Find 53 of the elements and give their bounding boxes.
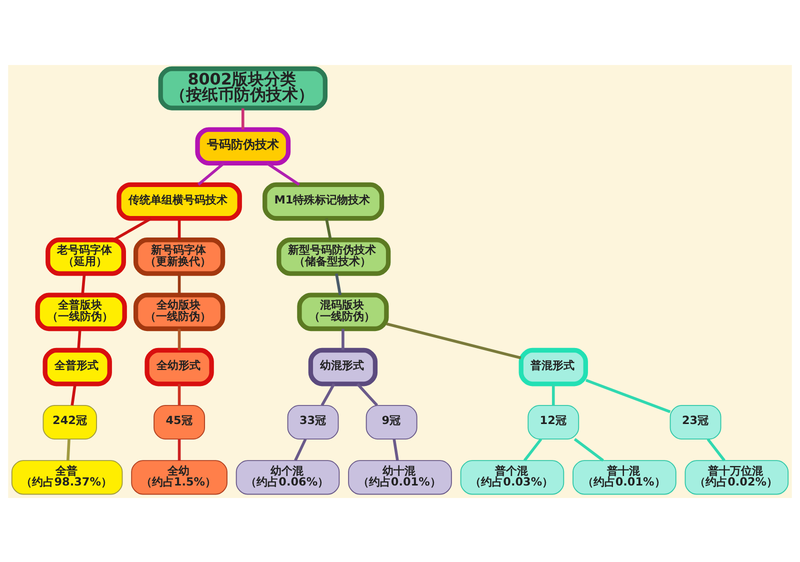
node-box: 幼混形式 bbox=[308, 347, 378, 386]
node-box: 新号码字体 （更新换代） bbox=[133, 237, 226, 276]
node-box: 242冠 bbox=[42, 404, 97, 440]
connector bbox=[113, 216, 152, 241]
node-box: 9冠 bbox=[366, 404, 418, 440]
connector bbox=[294, 438, 307, 461]
connector bbox=[178, 328, 181, 350]
node-box: 幼十混 （约占0.01%） bbox=[348, 460, 452, 494]
node-box: 传统单组横号码技术 bbox=[116, 182, 242, 220]
node-box: 号码防伪技术 bbox=[195, 126, 291, 166]
connector bbox=[586, 378, 671, 413]
connector bbox=[241, 108, 244, 129]
connector bbox=[574, 438, 604, 462]
node-box: 全普版块 （一线防伪） bbox=[35, 292, 127, 331]
node-box: 全普 （约占98.37%） bbox=[11, 460, 123, 494]
node-box: 23冠 bbox=[670, 404, 722, 440]
connector bbox=[66, 438, 70, 460]
connector bbox=[552, 384, 555, 405]
connector bbox=[178, 273, 181, 294]
node-box: 12冠 bbox=[528, 404, 580, 440]
node-box: 全幼 （约占1.5%） bbox=[131, 460, 228, 494]
node-box: 8002版块分类 （按纸币防伪技术） bbox=[158, 66, 328, 110]
connector bbox=[706, 438, 726, 461]
node-box: 全幼版块 （一线防伪） bbox=[133, 292, 226, 331]
connector bbox=[523, 438, 542, 461]
connector bbox=[356, 382, 378, 406]
node-box: 老号码字体 （延用） bbox=[46, 237, 126, 276]
connector bbox=[81, 273, 86, 295]
connector bbox=[386, 322, 522, 359]
node-box: 普个混 （约占0.03%） bbox=[460, 460, 564, 494]
node-box: 新型号码防伪技术 （储备型技术） bbox=[276, 237, 391, 276]
connector bbox=[178, 438, 181, 460]
connector bbox=[266, 162, 300, 186]
node-box: 混码版块 （一线防伪） bbox=[297, 292, 389, 331]
node-box: M1特殊标记物技术 bbox=[262, 182, 384, 220]
connector bbox=[77, 328, 82, 350]
node-box: 全普形式 bbox=[42, 347, 112, 386]
node-box: 幼个混 （约占0.06%） bbox=[236, 460, 340, 494]
connector bbox=[70, 383, 76, 406]
connector bbox=[320, 382, 336, 406]
node-box: 普混形式 bbox=[518, 347, 588, 386]
connector bbox=[197, 162, 225, 186]
connector bbox=[342, 328, 344, 350]
node-box: 45冠 bbox=[154, 404, 205, 440]
node-box: 普十万位混 （约占0.02%） bbox=[684, 460, 789, 494]
connector bbox=[325, 218, 332, 240]
connector bbox=[392, 438, 399, 460]
node-box: 普十混 （约占0.01%） bbox=[572, 460, 676, 494]
connector bbox=[178, 384, 181, 405]
connector bbox=[335, 272, 342, 295]
node-box: 33冠 bbox=[287, 404, 339, 440]
node-box: 全幼形式 bbox=[144, 347, 214, 386]
connector bbox=[178, 218, 181, 240]
